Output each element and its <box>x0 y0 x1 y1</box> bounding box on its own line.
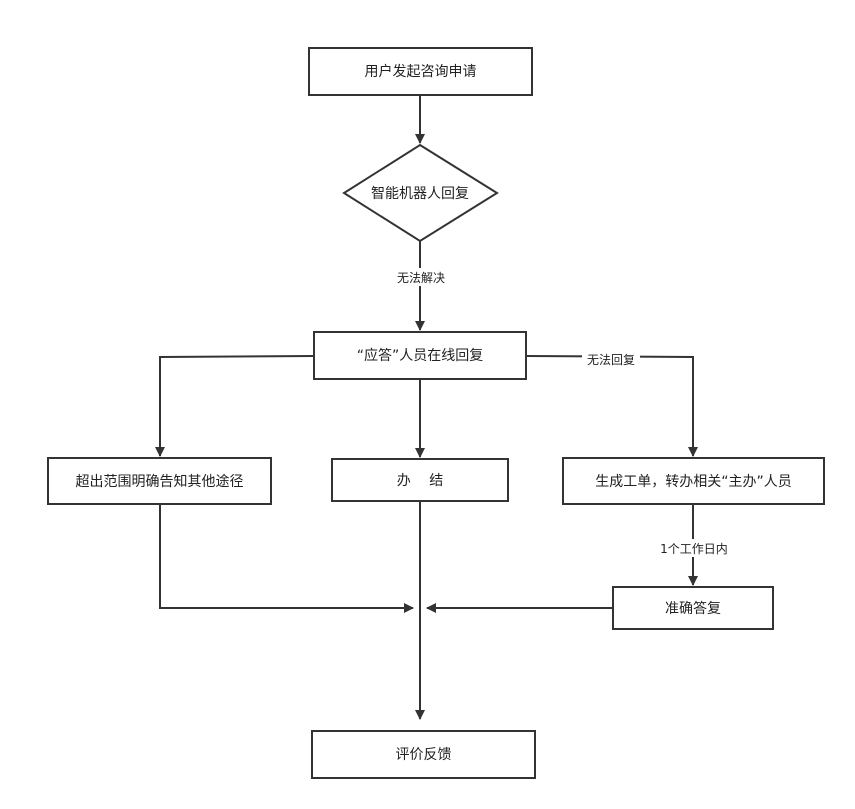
edge-out-of-scope-to-merge <box>159 504 414 613</box>
feedback-node-label: 评价反馈 <box>396 747 452 763</box>
edge-agent-to-ticket <box>525 355 698 457</box>
feedback-node <box>311 730 536 779</box>
start-node-label: 用户发起咨询申请 <box>365 63 477 80</box>
agent-node-label: “应答”人员在线回复 <box>357 347 484 364</box>
agent-node <box>313 331 527 380</box>
edge-label-unresolved: 无法解决 <box>397 271 445 285</box>
edge-label-one-workday: 1个工作日内 <box>660 542 728 556</box>
done-node <box>331 458 509 502</box>
edge-label-bg-unresolved <box>392 268 450 286</box>
edge-agent-to-out-of-scope <box>155 355 315 457</box>
out-of-scope-node <box>47 457 272 505</box>
accurate-reply-node-label: 准确答复 <box>665 600 721 617</box>
edge-label-bg-one-workday <box>655 539 733 557</box>
start-node <box>308 47 533 96</box>
accurate-reply-node <box>612 586 774 630</box>
edge-label-bg-cannot-reply <box>582 350 640 368</box>
ticket-node-label: 生成工单，转办相关“主办”人员 <box>595 474 792 490</box>
done-node-label: 办 结 <box>397 473 443 489</box>
edge-label-cannot-reply: 无法回复 <box>587 353 635 367</box>
ticket-node <box>562 457 825 505</box>
out-of-scope-node-label: 超出范围明确告知其他途径 <box>76 473 244 490</box>
robot-decision-label: 智能机器人回复 <box>371 185 469 202</box>
